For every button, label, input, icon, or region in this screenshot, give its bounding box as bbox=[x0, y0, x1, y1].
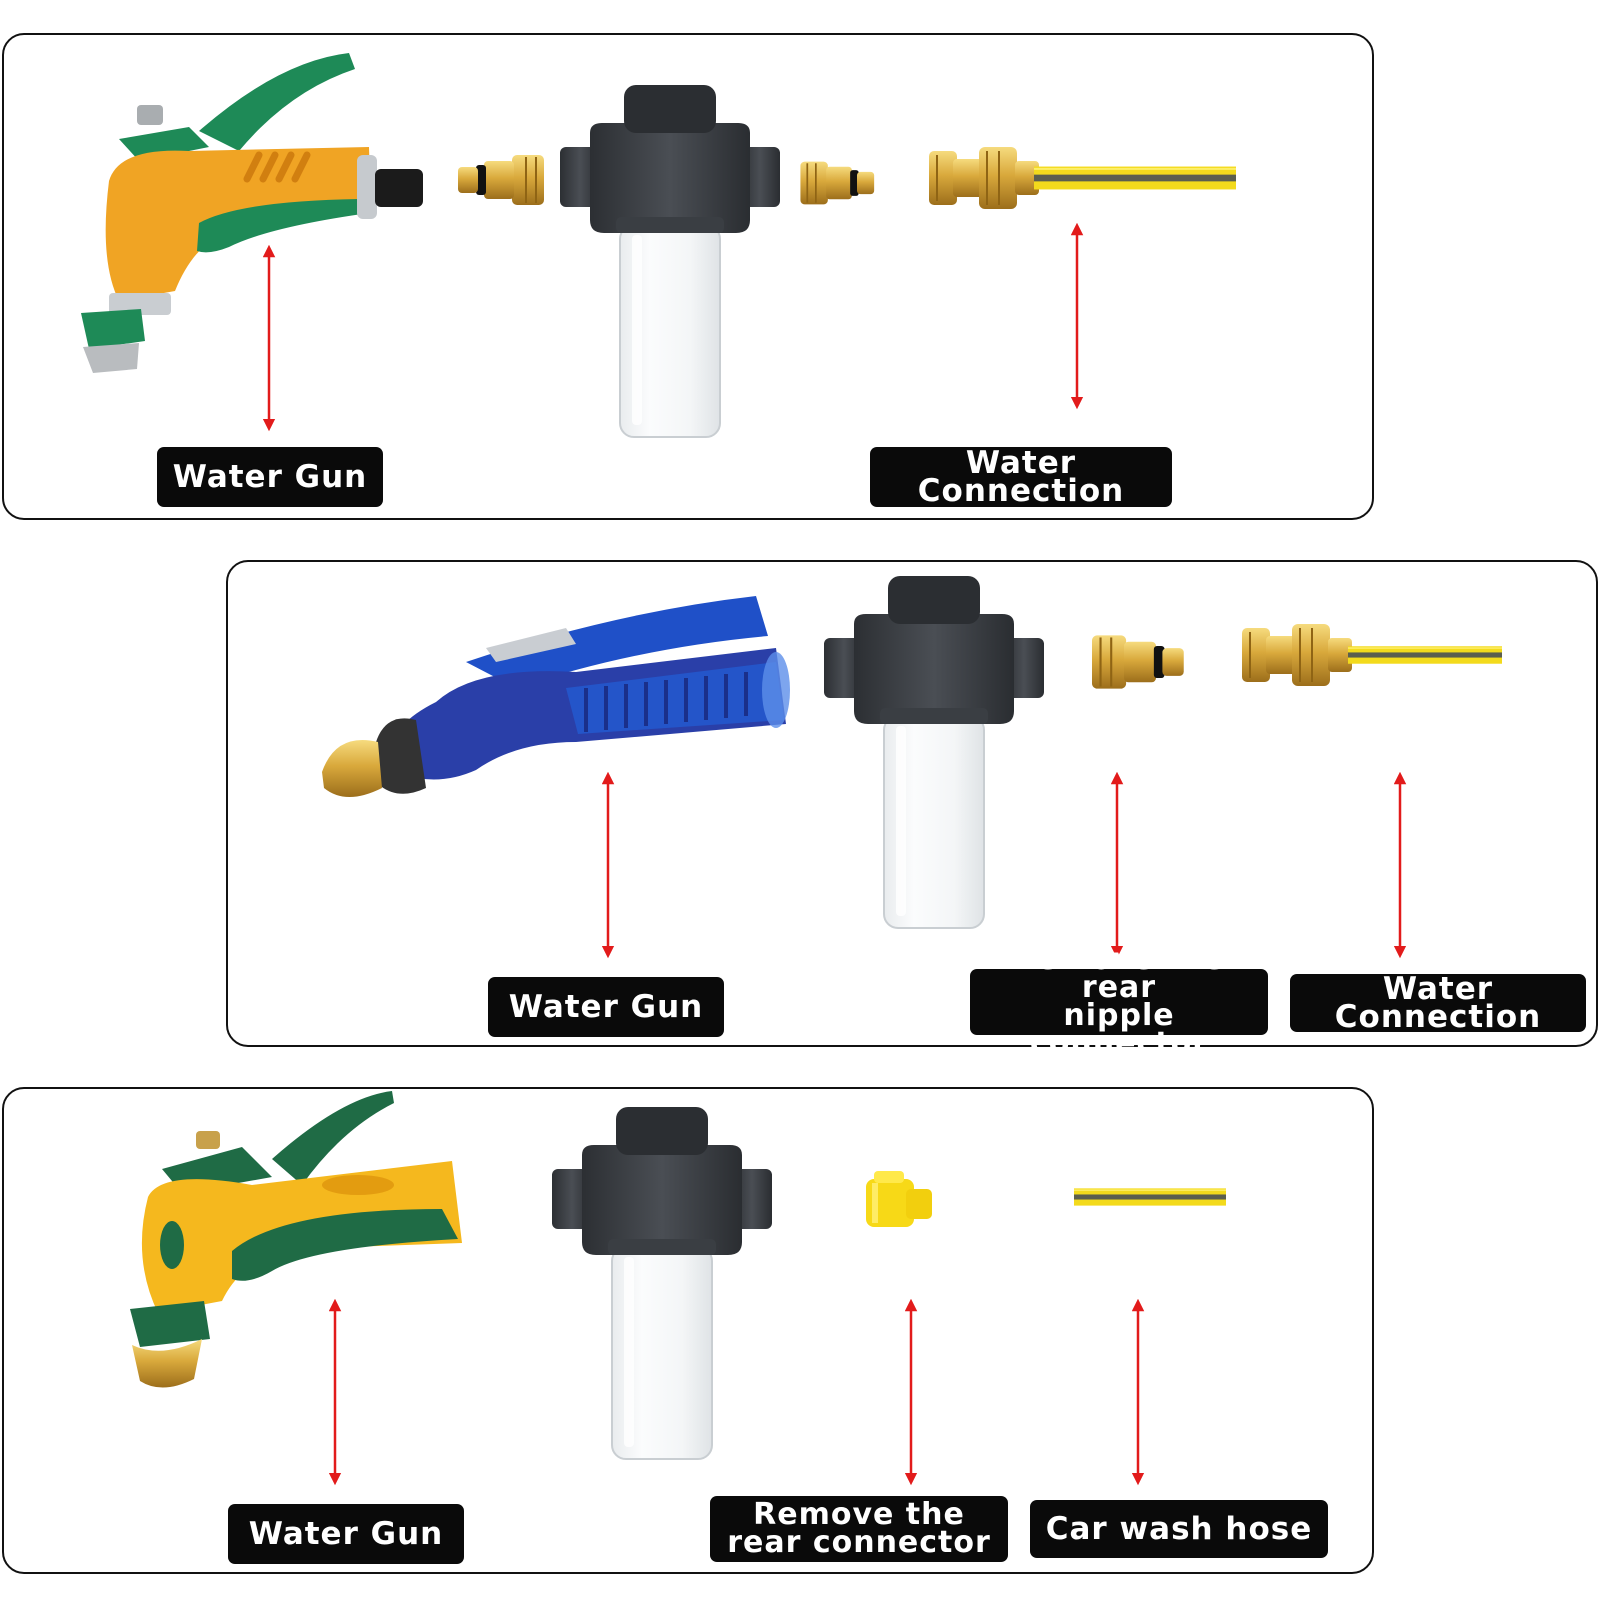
water-gun-icon bbox=[122, 1089, 482, 1389]
label-remove-rear-connector: Remove the rear connector bbox=[710, 1496, 1008, 1562]
brass-connector-icon bbox=[454, 145, 544, 215]
panel-setup-2: Water Gun Remove the rear nipple connect… bbox=[226, 560, 1598, 1059]
water-gun-icon bbox=[316, 592, 796, 812]
hose-connector-icon bbox=[1242, 620, 1352, 690]
panel-setup-1: Water Gun Water Connection bbox=[2, 33, 1374, 520]
brass-nipple-icon bbox=[1092, 624, 1188, 700]
double-arrow-icon bbox=[1067, 221, 1087, 411]
brass-nipple-icon bbox=[799, 153, 879, 213]
double-arrow-icon bbox=[1390, 770, 1410, 960]
hose-icon bbox=[1074, 1180, 1226, 1214]
yellow-connector-icon bbox=[866, 1165, 936, 1237]
double-arrow-icon bbox=[1107, 770, 1127, 960]
label-water-connection: Water Connection bbox=[870, 447, 1172, 507]
hose-connector-icon bbox=[929, 143, 1039, 213]
foam-bottle-icon bbox=[552, 1107, 772, 1467]
foam-bottle-icon bbox=[560, 85, 780, 445]
double-arrow-icon bbox=[901, 1297, 921, 1487]
label-remove-nipple: Remove the rear nipple connector bbox=[970, 945, 1268, 1059]
label-water-gun: Water Gun bbox=[157, 447, 383, 507]
water-gun-icon bbox=[79, 51, 439, 373]
hose-icon bbox=[1034, 161, 1236, 195]
label-water-gun: Water Gun bbox=[488, 977, 724, 1037]
trigger bbox=[199, 53, 355, 151]
double-arrow-icon bbox=[325, 1297, 345, 1487]
double-arrow-icon bbox=[259, 243, 279, 433]
hose-icon bbox=[1348, 638, 1502, 672]
foam-bottle-icon bbox=[824, 576, 1044, 936]
double-arrow-icon bbox=[1128, 1297, 1148, 1487]
label-water-connection: Water Connection bbox=[1290, 974, 1586, 1033]
label-car-wash-hose: Car wash hose bbox=[1030, 1500, 1328, 1558]
panel-setup-3: Water Gun Remove the rear connector Car … bbox=[2, 1087, 1374, 1574]
double-arrow-icon bbox=[598, 770, 618, 960]
label-water-gun: Water Gun bbox=[228, 1504, 464, 1564]
